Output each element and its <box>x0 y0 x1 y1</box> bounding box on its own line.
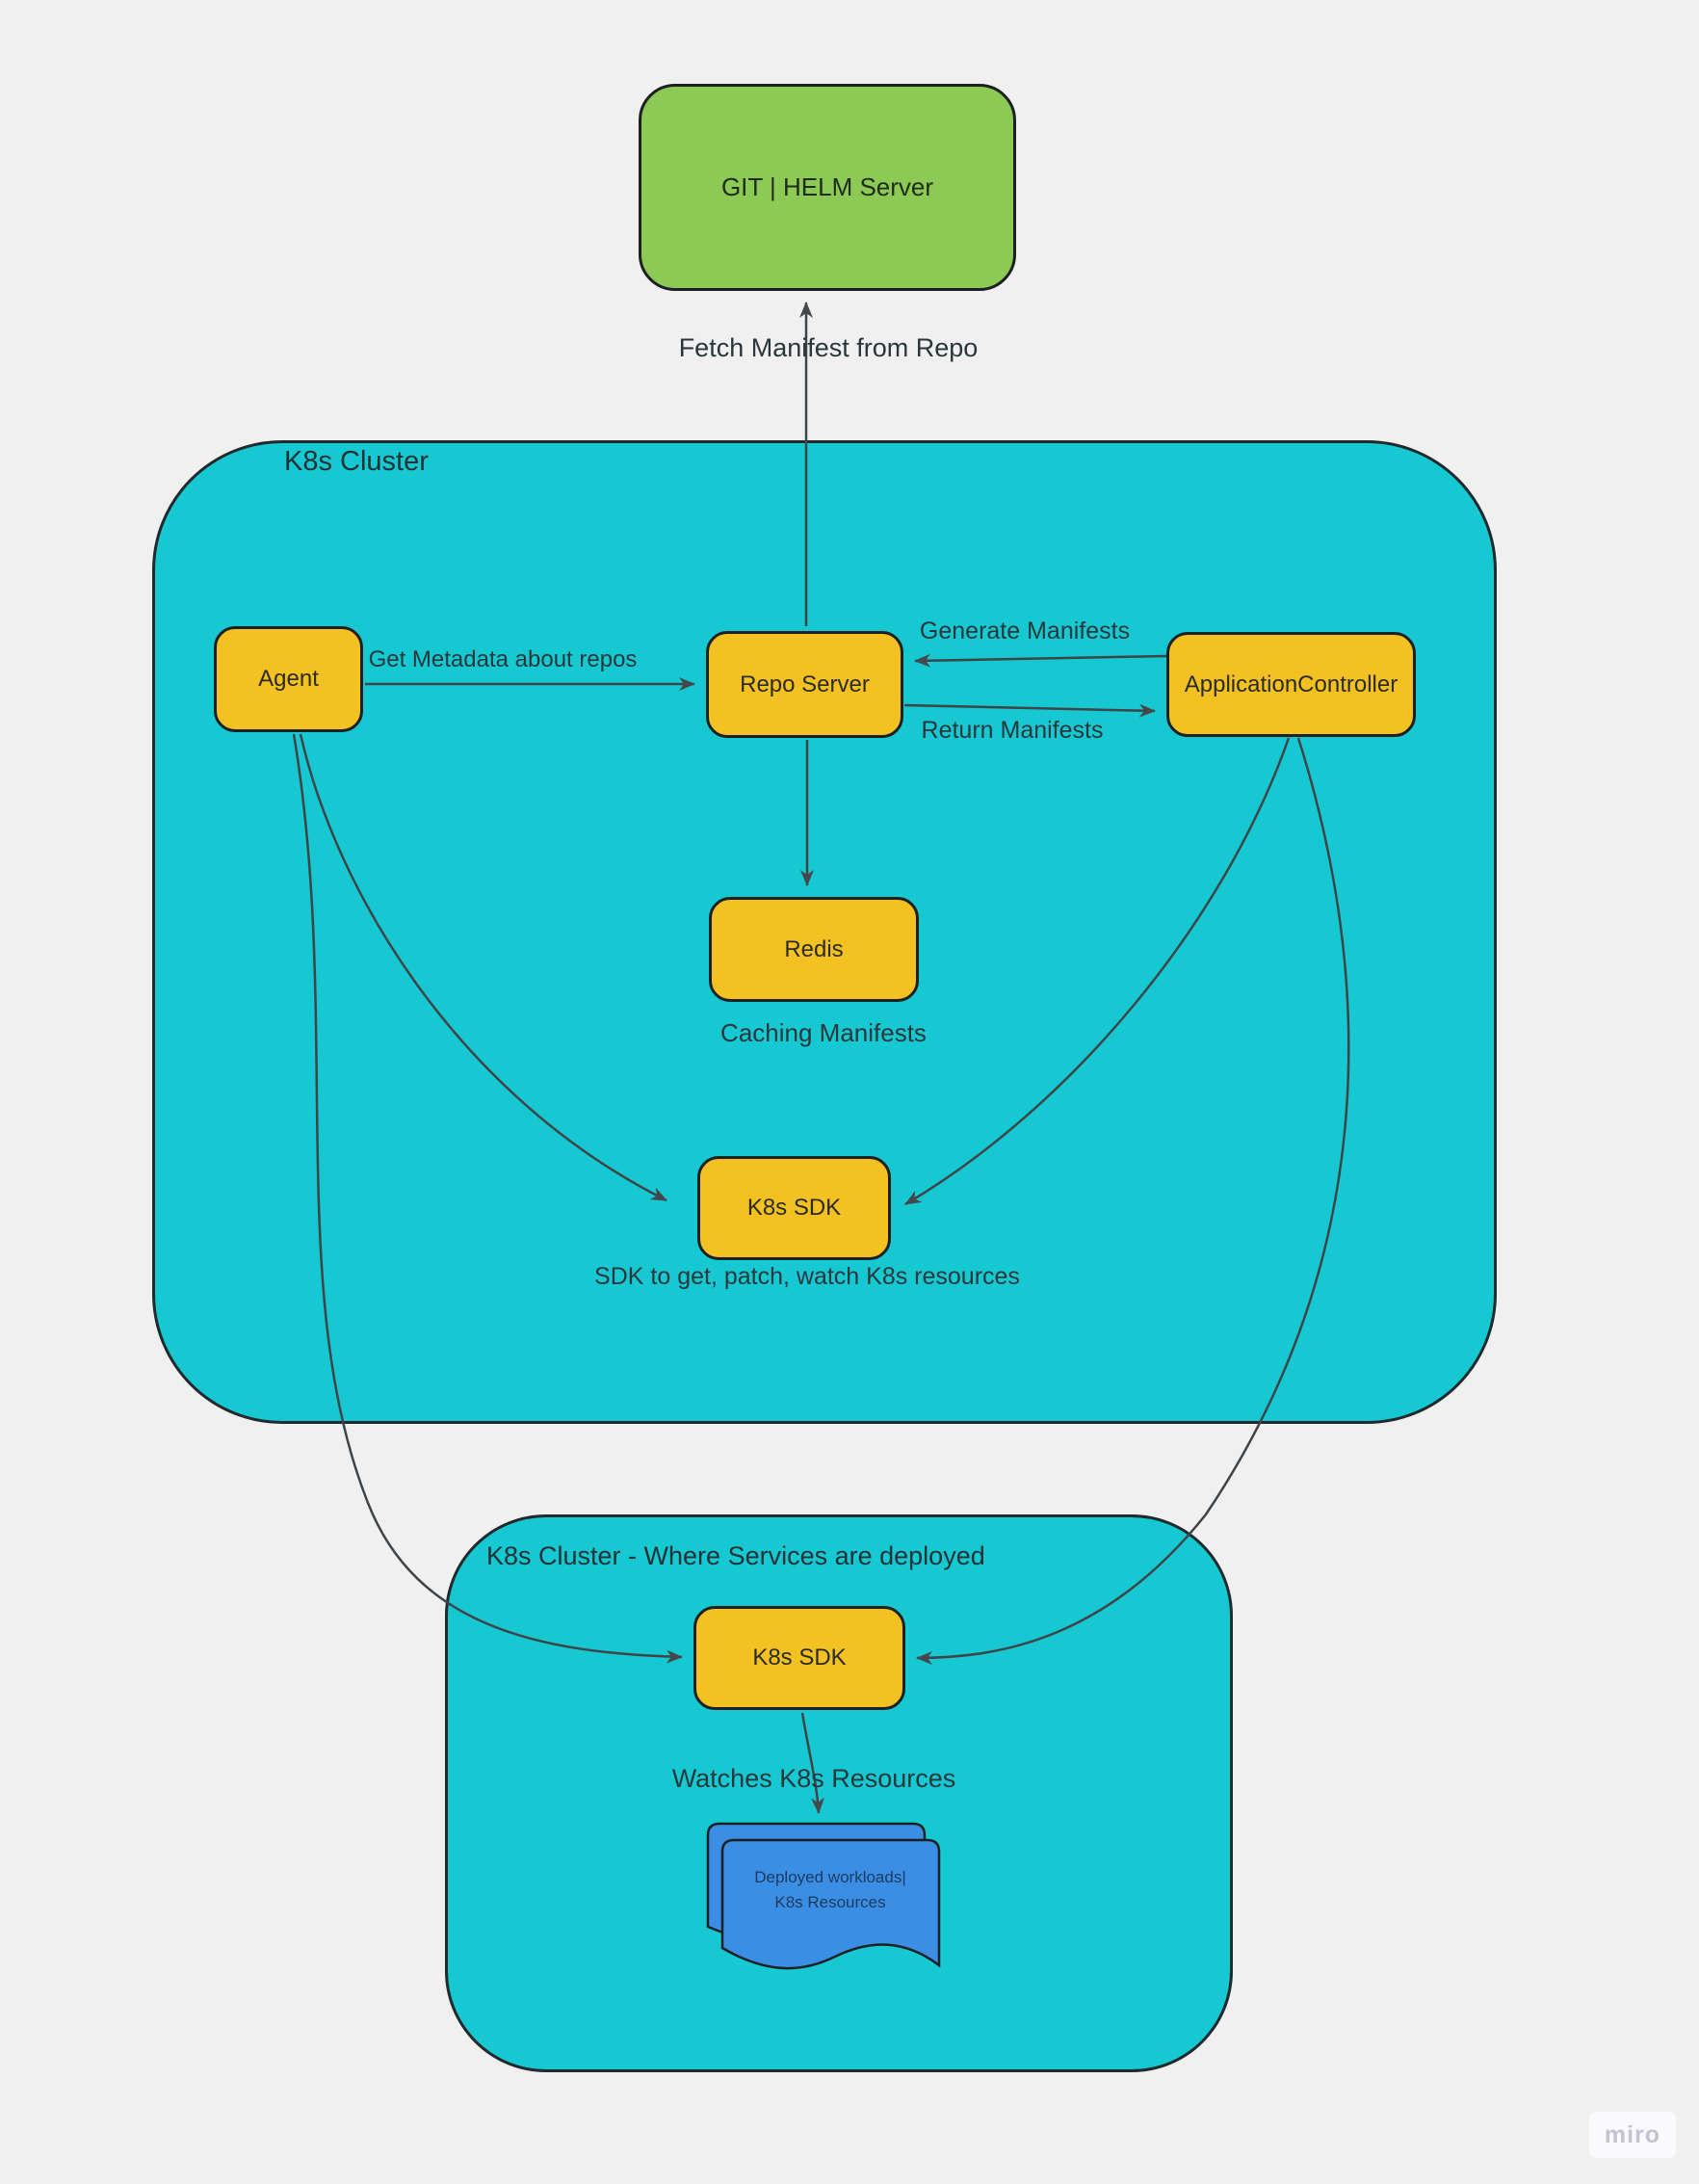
node-k8s-sdk-deploy-label: K8s SDK <box>752 1645 847 1671</box>
label-watches-resources[interactable]: Watches K8s Resources <box>671 1764 956 1793</box>
edge-appcontroller-to-sdk1[interactable] <box>904 737 1291 1206</box>
label-caching-manifests[interactable]: Caching Manifests <box>720 1018 927 1047</box>
node-application-controller[interactable]: ApplicationController <box>1166 632 1416 737</box>
label-get-metadata[interactable]: Get Metadata about repos <box>368 646 638 672</box>
document-text-line2: K8s Resources <box>774 1893 886 1912</box>
edge-appcontroller-to-reposerver[interactable] <box>914 653 1167 668</box>
node-application-controller-label: ApplicationController <box>1184 671 1398 697</box>
node-agent[interactable]: Agent <box>214 626 363 732</box>
node-k8s-sdk-main[interactable]: K8s SDK <box>697 1156 891 1260</box>
edge-agent-to-sdk1[interactable] <box>299 733 667 1202</box>
document-text: Deployed workloads| K8s Resources <box>724 1865 936 1916</box>
label-sdk-caption[interactable]: SDK to get, patch, watch K8s resources <box>594 1263 1020 1290</box>
edge-sdk2-to-workloads[interactable] <box>800 1712 824 1814</box>
node-k8s-sdk-main-label: K8s SDK <box>746 1195 842 1221</box>
node-redis[interactable]: Redis <box>709 897 919 1002</box>
edge-appcontroller-to-sdk2[interactable] <box>916 737 1350 1665</box>
cluster-deploy-title[interactable]: K8s Cluster - Where Services are deploye… <box>486 1541 985 1570</box>
edge-agent-to-sdk2[interactable] <box>292 733 683 1664</box>
miro-watermark[interactable]: miro <box>1589 2112 1676 2158</box>
node-git-helm-server-label: GIT | HELM Server <box>720 172 934 201</box>
edge-reposerver-to-appcontroller[interactable] <box>903 703 1156 718</box>
miro-watermark-label: miro <box>1604 2120 1661 2148</box>
node-git-helm-server[interactable]: GIT | HELM Server <box>639 84 1016 291</box>
node-redis-label: Redis <box>784 935 844 962</box>
node-repo-server-label: Repo Server <box>740 671 870 697</box>
node-repo-server[interactable]: Repo Server <box>706 631 903 738</box>
node-k8s-sdk-deploy[interactable]: K8s SDK <box>693 1606 905 1710</box>
label-return-manifests[interactable]: Return Manifests <box>921 717 1104 744</box>
label-fetch-manifest[interactable]: Fetch Manifest from Repo <box>678 333 979 362</box>
label-generate-manifests[interactable]: Generate Manifests <box>919 618 1131 645</box>
document-text-line1: Deployed workloads| <box>754 1868 906 1886</box>
cluster-main-title[interactable]: K8s Cluster <box>284 446 429 477</box>
node-agent-label: Agent <box>258 666 319 692</box>
